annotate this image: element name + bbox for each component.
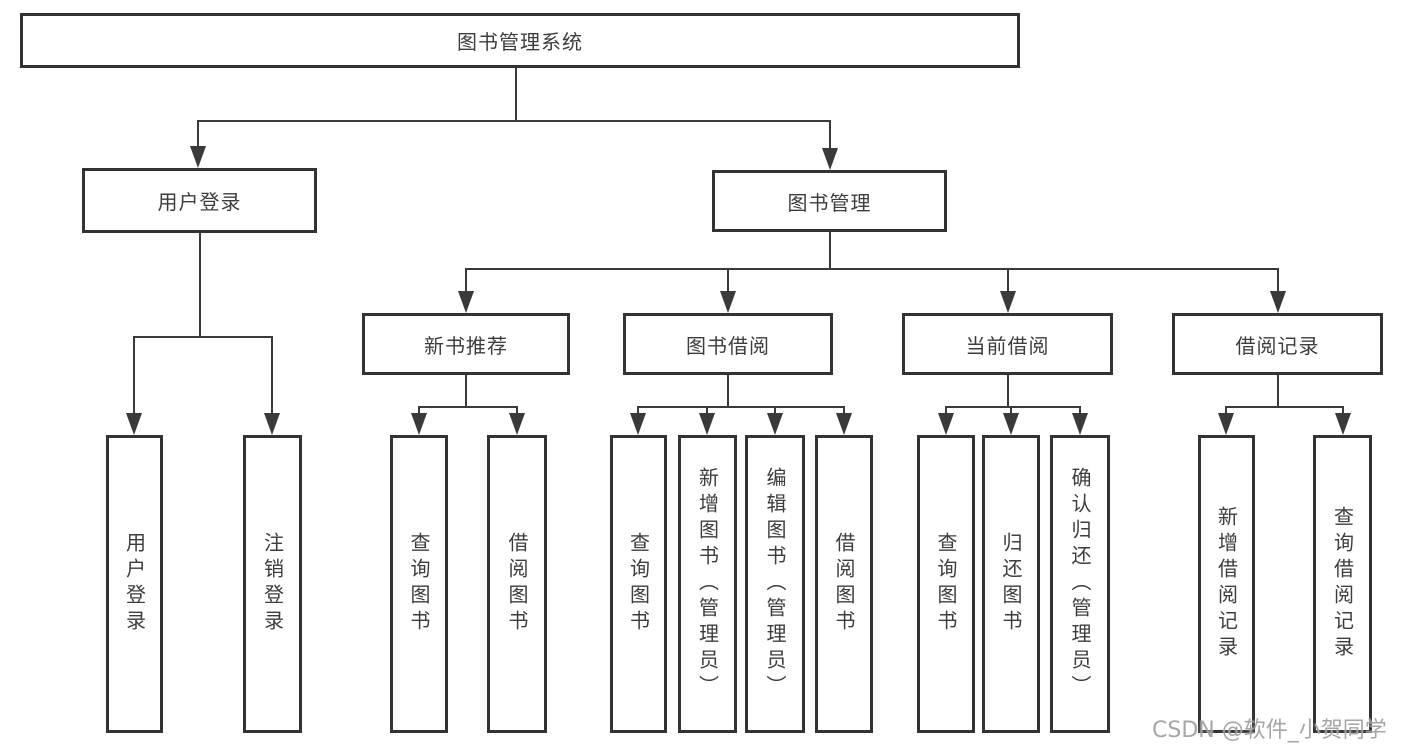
connector-line bbox=[199, 233, 201, 336]
arrow-down-icon bbox=[1218, 413, 1234, 435]
connector-line bbox=[727, 375, 729, 406]
arrow-down-icon bbox=[1335, 413, 1351, 435]
connector-line bbox=[1007, 375, 1009, 406]
leaf-add-borrow-record: 新增借阅记录 bbox=[1198, 435, 1255, 733]
connector-line bbox=[197, 120, 199, 148]
connector-line bbox=[1277, 375, 1279, 406]
node-current-borrowing: 当前借阅 bbox=[902, 313, 1113, 375]
arrow-down-icon bbox=[126, 413, 142, 435]
connector-line bbox=[774, 406, 776, 415]
connector-line bbox=[1007, 268, 1009, 292]
csdn-watermark: CSDN @软件_小贺同学 bbox=[1152, 718, 1387, 743]
leaf-query-books-current: 查询图书 bbox=[917, 435, 975, 733]
leaf-label: 用户登录 bbox=[122, 532, 147, 636]
connector-line bbox=[1277, 268, 1279, 292]
arrow-down-icon bbox=[822, 148, 838, 170]
arrow-down-icon bbox=[458, 291, 474, 313]
connector-line bbox=[945, 406, 1081, 408]
connector-line bbox=[1010, 406, 1012, 415]
leaf-logout: 注销登录 bbox=[243, 435, 302, 733]
leaf-borrow-books-recommend: 借阅图书 bbox=[487, 435, 547, 733]
connector-line bbox=[418, 406, 420, 415]
node-book-management: 图书管理 bbox=[712, 170, 947, 232]
leaf-label: 查询借阅记录 bbox=[1330, 506, 1355, 662]
connector-line bbox=[516, 406, 518, 415]
node-root: 图书管理系统 bbox=[20, 13, 1020, 68]
node-borrowing-records: 借阅记录 bbox=[1172, 313, 1383, 375]
connector-line bbox=[515, 68, 517, 120]
arrow-down-icon bbox=[411, 413, 427, 435]
leaf-label: 归还图书 bbox=[999, 532, 1023, 636]
connector-line bbox=[465, 268, 1279, 270]
connector-line bbox=[829, 120, 831, 150]
arrow-down-icon bbox=[264, 413, 280, 435]
arrow-down-icon bbox=[836, 413, 852, 435]
leaf-confirm-return-admin: 确认归还（管理员） bbox=[1050, 435, 1110, 733]
leaf-add-books-admin: 新增图书（管理员） bbox=[678, 435, 737, 733]
connector-line bbox=[465, 375, 467, 406]
leaf-edit-books-admin: 编辑图书（管理员） bbox=[745, 435, 805, 733]
arrow-down-icon bbox=[720, 291, 736, 313]
node-book-borrowing: 图书借阅 bbox=[623, 313, 833, 375]
connector-line bbox=[706, 406, 708, 415]
leaf-label: 查询图书 bbox=[626, 532, 651, 636]
arrow-down-icon bbox=[938, 413, 954, 435]
arrow-down-icon bbox=[699, 413, 715, 435]
leaf-label: 查询图书 bbox=[407, 532, 431, 636]
connector-line bbox=[945, 406, 947, 415]
leaf-query-books-recommend: 查询图书 bbox=[390, 435, 448, 733]
connector-line bbox=[465, 268, 467, 292]
leaf-label: 借阅图书 bbox=[505, 532, 529, 636]
leaf-label: 确认归还（管理员） bbox=[1068, 467, 1092, 701]
connector-line bbox=[418, 406, 518, 408]
leaf-return-books: 归还图书 bbox=[982, 435, 1040, 733]
leaf-query-books-borrow: 查询图书 bbox=[610, 435, 667, 733]
leaf-label: 编辑图书（管理员） bbox=[763, 467, 787, 701]
connector-line bbox=[1225, 406, 1344, 408]
arrow-down-icon bbox=[630, 413, 646, 435]
leaf-borrow-books: 借阅图书 bbox=[815, 435, 873, 733]
leaf-label: 借阅图书 bbox=[832, 532, 856, 636]
arrow-down-icon bbox=[1003, 413, 1019, 435]
leaf-user-login: 用户登录 bbox=[106, 435, 163, 733]
connector-line bbox=[1342, 406, 1344, 415]
connector-line bbox=[133, 336, 135, 414]
arrow-down-icon bbox=[1000, 291, 1016, 313]
connector-line bbox=[637, 406, 639, 415]
connector-line bbox=[727, 268, 729, 292]
leaf-label: 查询图书 bbox=[934, 532, 958, 636]
connector-line bbox=[1225, 406, 1227, 415]
node-user-login: 用户登录 bbox=[82, 168, 317, 233]
arrow-down-icon bbox=[1270, 291, 1286, 313]
arrow-down-icon bbox=[509, 413, 525, 435]
arrow-down-icon bbox=[767, 413, 783, 435]
leaf-label: 注销登录 bbox=[260, 532, 285, 636]
leaf-label: 新增借阅记录 bbox=[1214, 506, 1239, 662]
arrow-down-icon bbox=[190, 146, 206, 168]
connector-line bbox=[829, 232, 831, 268]
connector-line bbox=[1079, 406, 1081, 415]
connector-line bbox=[637, 406, 845, 408]
connector-line bbox=[133, 336, 273, 338]
leaf-label: 新增图书（管理员） bbox=[695, 467, 720, 701]
leaf-query-borrow-record: 查询借阅记录 bbox=[1313, 435, 1372, 733]
connector-line bbox=[197, 120, 831, 122]
connector-line bbox=[843, 406, 845, 415]
arrow-down-icon bbox=[1072, 413, 1088, 435]
connector-line bbox=[271, 336, 273, 414]
node-new-book-recommendation: 新书推荐 bbox=[362, 313, 570, 375]
